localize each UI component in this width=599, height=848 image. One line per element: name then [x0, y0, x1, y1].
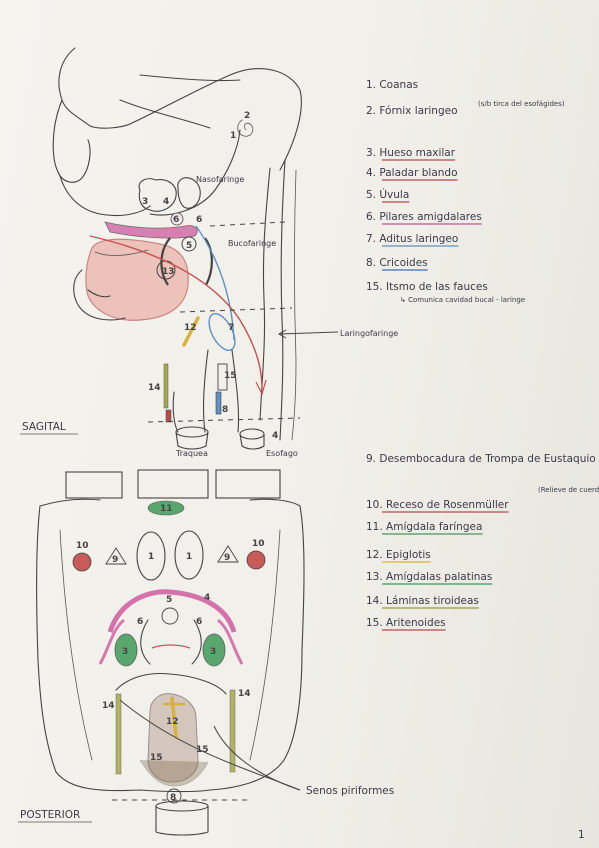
- marker-post: 1: [186, 552, 192, 562]
- legend-item: 11. Amígdala faríngea: [366, 521, 482, 533]
- marker-post: 4: [204, 593, 210, 603]
- legend-item: 4. Paladar blando: [366, 167, 458, 179]
- marker-sag: 4: [163, 197, 169, 207]
- legend-note: ↳ Comunica cavidad bucal - laringe: [400, 296, 525, 304]
- label-esofago: Esofago: [266, 449, 298, 458]
- marker-post: 15: [196, 745, 209, 755]
- legend-item: 15. Itsmo de las fauces: [366, 281, 488, 293]
- marker-sag: 12: [184, 323, 197, 333]
- marker-post: 12: [166, 717, 179, 727]
- legend-item: 2. Fórnix laringeo: [366, 105, 458, 117]
- marker-sag: 2: [244, 111, 250, 121]
- marker-post: 11: [160, 504, 173, 514]
- marker-post: 9: [112, 555, 118, 565]
- marker-sag: 4: [272, 431, 278, 441]
- marker-sag: 6: [196, 215, 202, 225]
- marker-post: 6: [137, 617, 143, 627]
- legend-item: 6. Pilares amigdalares: [366, 211, 482, 223]
- label-laringofaringe: Laringofaringe: [340, 329, 398, 338]
- marker-post: 1: [148, 552, 154, 562]
- legend-item: 3. Hueso maxilar: [366, 147, 456, 159]
- legend-item: 5. Úvula: [366, 188, 409, 201]
- marker-post: 14: [102, 701, 115, 711]
- label-bucofaringe: Bucofaringe: [228, 239, 276, 248]
- legend-note: (Relieve de cuerda interna): [538, 486, 599, 494]
- marker-sag: 3: [142, 197, 148, 207]
- marker-sag: 7: [228, 323, 234, 333]
- posterior-title: POSTERIOR: [20, 809, 80, 821]
- sagittal-title: SAGITAL: [22, 421, 66, 433]
- legend-item: 7. Aditus laringeo: [366, 233, 458, 245]
- marker-post: 3: [210, 647, 216, 657]
- marker-post: 14: [238, 689, 251, 699]
- legend-item: 15. Aritenoides: [366, 617, 446, 629]
- marker-post: 9: [224, 553, 230, 563]
- label-nasofaringe: Nasofaringe: [196, 175, 244, 184]
- legend-item: 10. Receso de Rosenmüller: [366, 499, 509, 511]
- marker-sag: 15: [224, 371, 237, 381]
- marker-sag: 14: [148, 383, 161, 393]
- marker-post: 10: [252, 539, 265, 549]
- marker-post: 6: [196, 617, 202, 627]
- legend-item: 1. Coanas: [366, 79, 418, 91]
- legend-item: 12. Epiglotis: [366, 549, 431, 561]
- marker-sag: 6: [173, 215, 179, 225]
- marker-sag: 13: [162, 267, 175, 277]
- marker-sag: 1: [230, 131, 236, 141]
- sagittal-view: 1 2 3 4 5 6 7 8 12 13 14 15 6 4 Nasofari…: [20, 47, 398, 458]
- marker-sag: 8: [222, 405, 228, 415]
- label-senos-piriformes: Senos piriformes: [306, 785, 394, 797]
- marker-post: 8: [170, 793, 176, 803]
- label-traquea: Traquea: [175, 449, 208, 458]
- marker-post: 10: [76, 541, 89, 551]
- legend-item: 14. Láminas tiroideas: [366, 595, 479, 607]
- legend-item: 13. Amígdalas palatinas: [366, 571, 492, 583]
- marker-post: 3: [122, 647, 128, 657]
- posterior-view: 11 10 10 9 9 1 1 5 4 6 6 3 3 12 14 14 15…: [18, 469, 394, 836]
- legend-item: 9. Desembocadura de Trompa de Eustaquio: [366, 453, 596, 465]
- legend-item: 8. Cricoides: [366, 257, 428, 269]
- marker-post: 5: [166, 595, 172, 605]
- legend-note: (s/b tirca del esofágides): [478, 100, 565, 108]
- page-number: 1: [578, 829, 585, 841]
- marker-sag: 5: [186, 241, 192, 251]
- legend: 1. Coanas 2. Fórnix laringeo (s/b tirca de…: [366, 79, 599, 631]
- marker-post: 15: [150, 753, 163, 763]
